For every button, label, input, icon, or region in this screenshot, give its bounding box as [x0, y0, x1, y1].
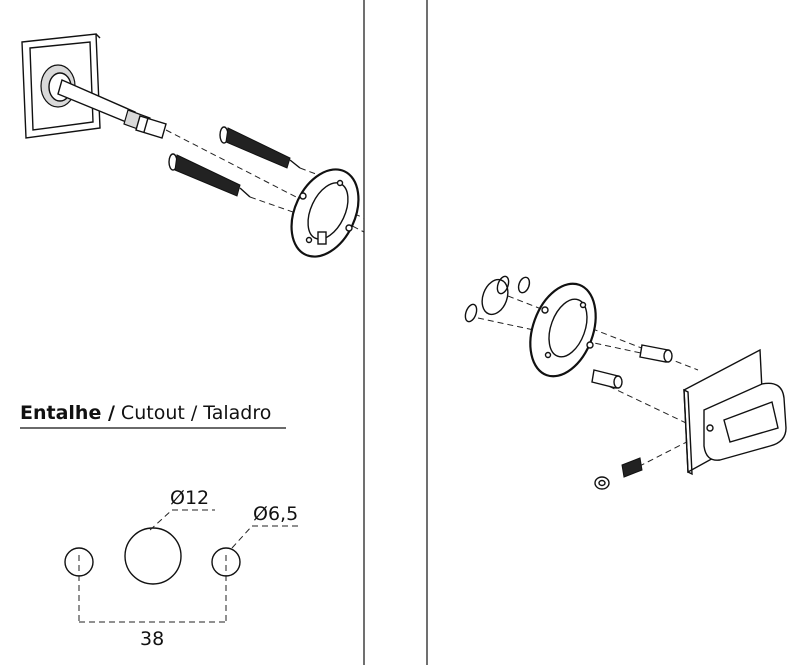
- round-support-ring: [290, 168, 360, 258]
- cutout-section: Entalhe / Cutout / Taladro Ø12 Ø6,5 38: [20, 402, 298, 650]
- washer-large: [481, 278, 509, 316]
- grub-screw: [621, 457, 643, 478]
- square-rosette-knob: [683, 348, 787, 476]
- hole-center: [124, 527, 182, 585]
- washer-small-b: [496, 275, 510, 295]
- dim-side-label: Ø6,5: [253, 503, 298, 525]
- dim-spacing-label: 38: [140, 628, 164, 650]
- right-exploded-view: [464, 275, 787, 490]
- screw-top: [219, 126, 301, 169]
- hole-left: [64, 547, 94, 577]
- dim-center-label: Ø12: [170, 487, 209, 509]
- pin-lower: [591, 369, 623, 389]
- washer-small-a: [464, 303, 478, 323]
- spindle-tip: [135, 115, 167, 139]
- hole-right: [211, 547, 241, 577]
- washer-small-c: [517, 276, 531, 294]
- pin-upper: [639, 344, 673, 363]
- screw-bottom: [168, 153, 251, 198]
- round-support-ring-right: [529, 282, 597, 378]
- cutout-title: Entalhe / Cutout / Taladro: [20, 402, 271, 424]
- left-exploded-view: [21, 33, 365, 258]
- nut: [594, 476, 610, 490]
